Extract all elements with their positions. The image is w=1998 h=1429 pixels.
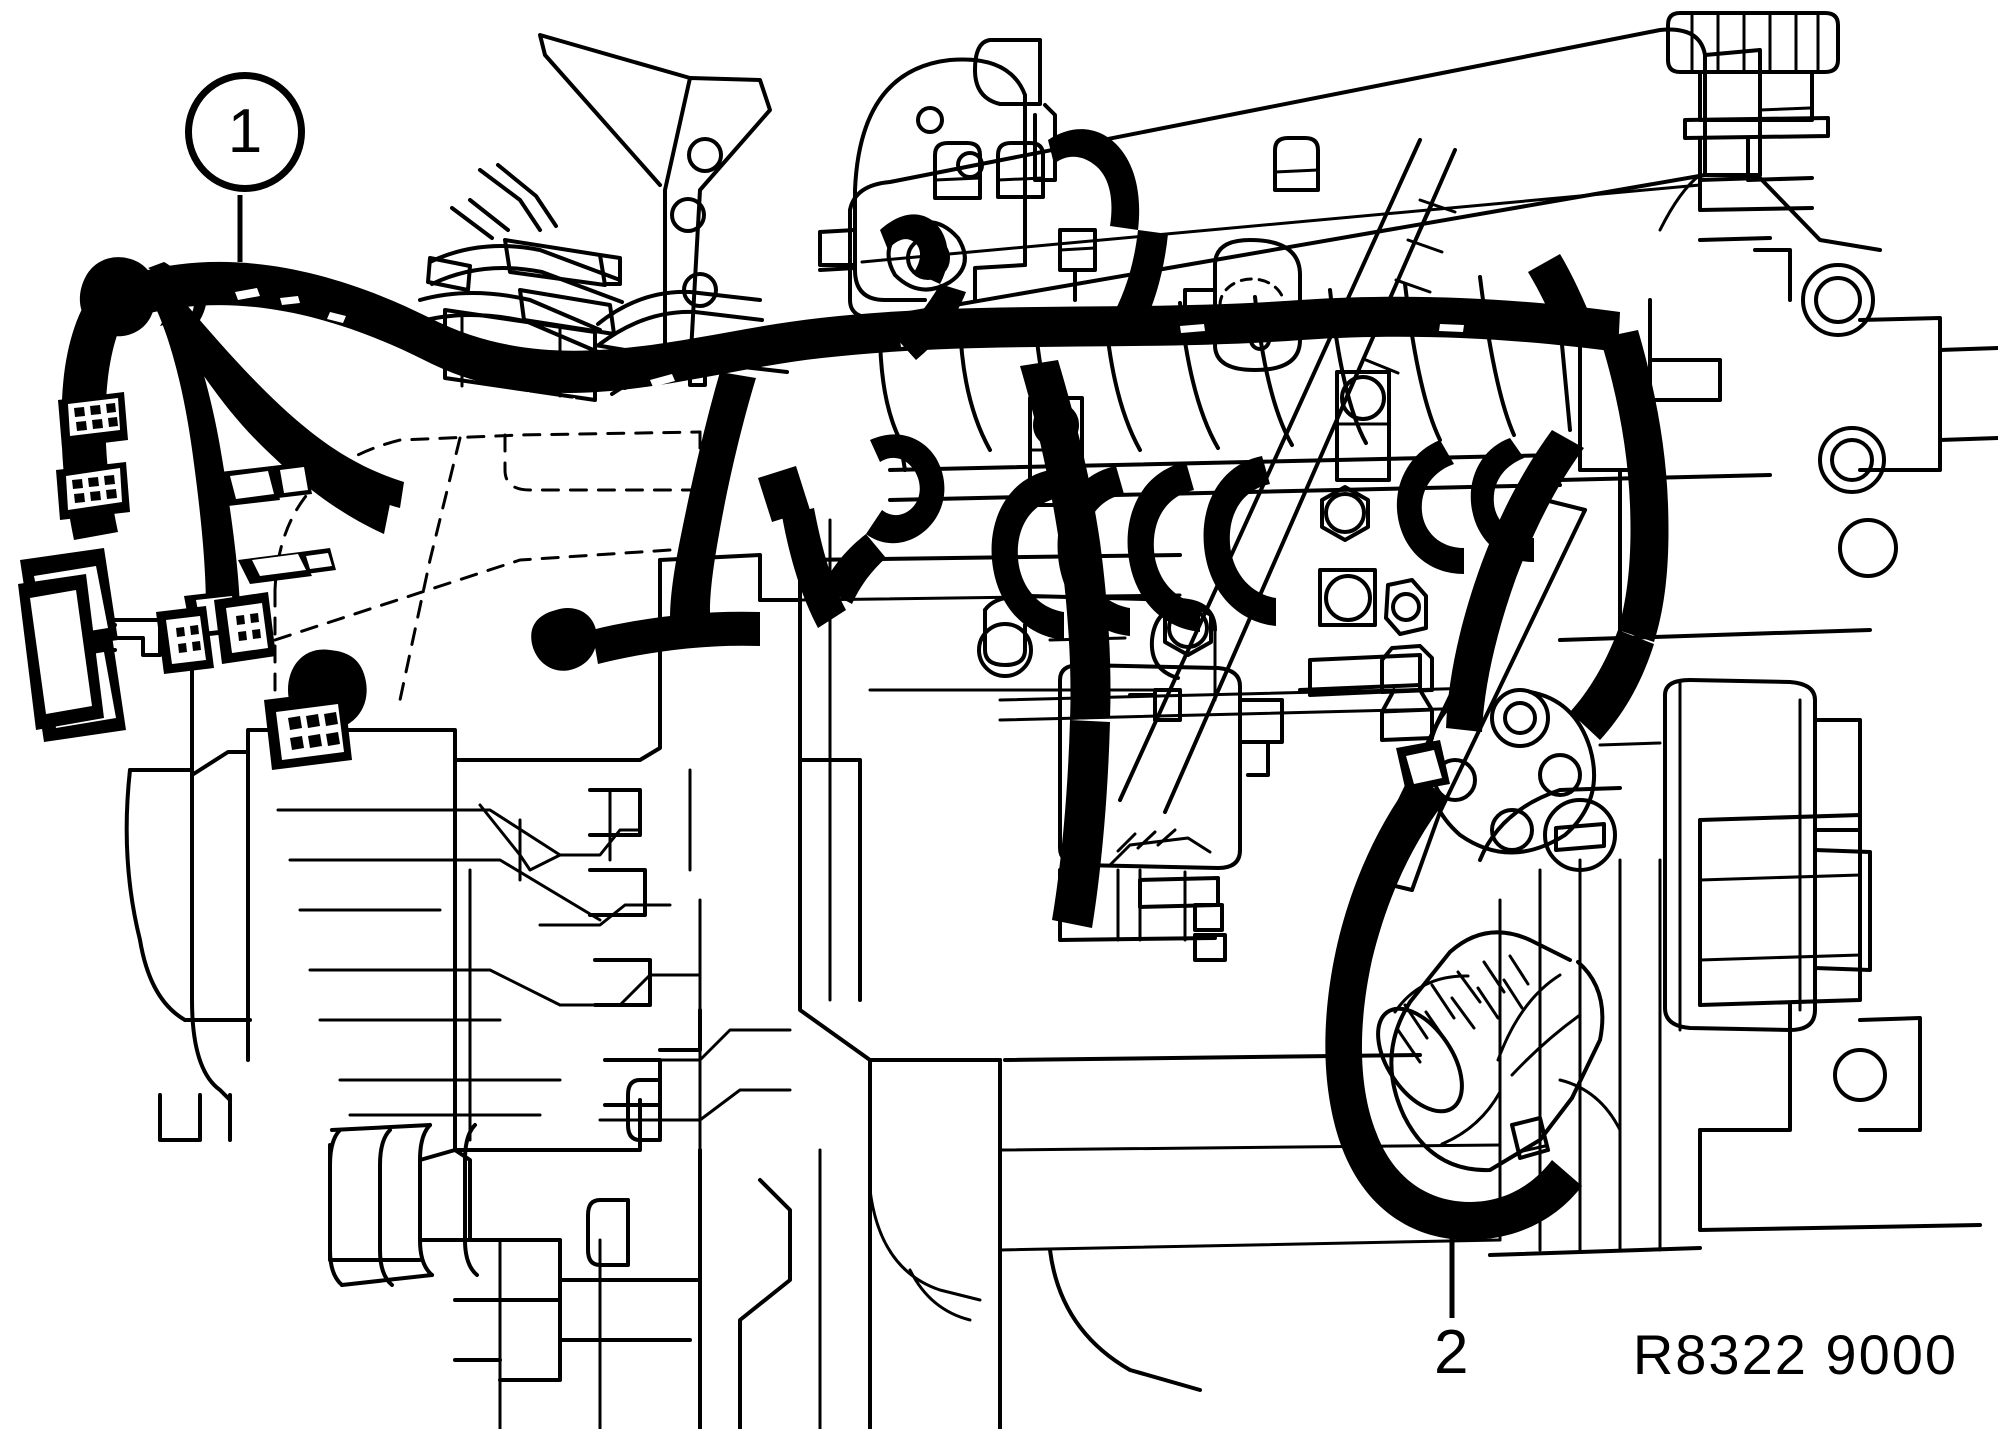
- drawing-reference-number: R8322 9000: [1632, 1323, 1958, 1386]
- callout-leaders: [237, 195, 1455, 1318]
- filler-cap: [1666, 11, 1840, 212]
- engine-mount-bracket: [538, 33, 772, 387]
- timing-cover: [1478, 786, 1982, 1257]
- gearbox-flange-bolts: [586, 1008, 702, 1267]
- sump: [698, 1148, 982, 1429]
- spark-plug-leads: [416, 163, 789, 396]
- vacuum-fitting: [973, 38, 1097, 302]
- clutch-cover: [124, 768, 252, 1142]
- block-stud: [1380, 644, 1434, 742]
- callout-marker-2[interactable]: 2: [1434, 1318, 1469, 1387]
- mount-bosses: [1426, 688, 1662, 855]
- oil-filter-canister: [1376, 930, 1605, 1173]
- alternator: [1663, 678, 1872, 1032]
- callout-marker-1[interactable]: 1: [185, 72, 305, 192]
- main-wiring-harness: [18, 129, 1669, 1240]
- input-shaft-pulley: [328, 1123, 479, 1287]
